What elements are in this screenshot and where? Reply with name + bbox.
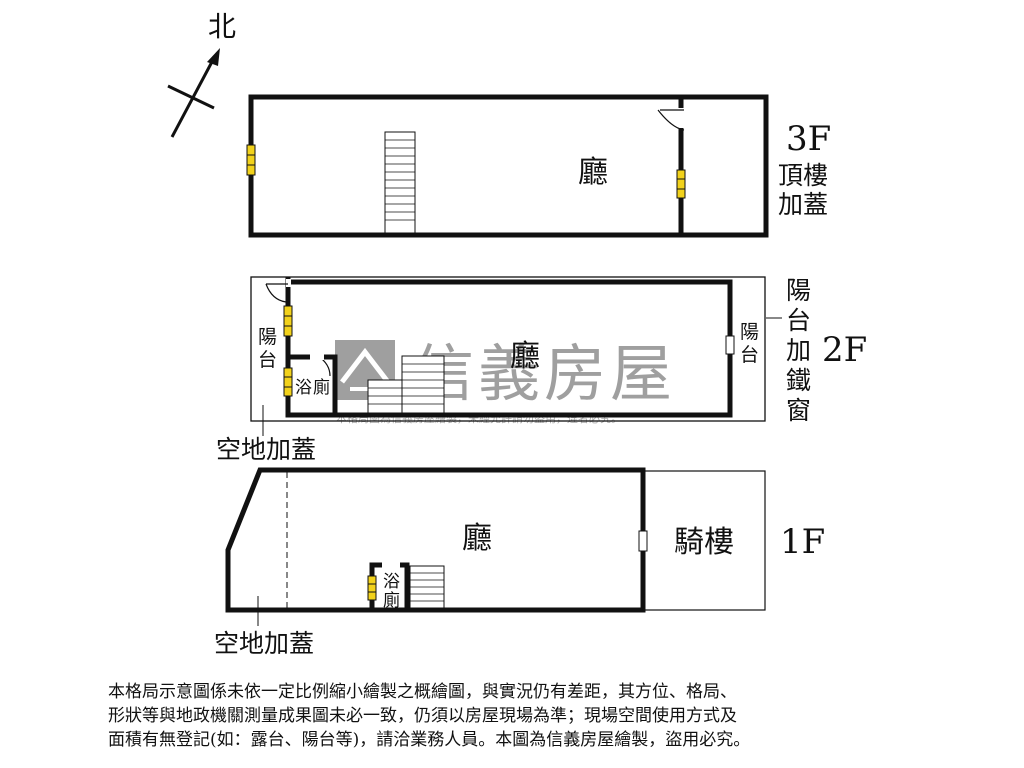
floor-1f-bath-door-gap — [382, 562, 400, 568]
compass-cross — [167, 84, 215, 110]
floor-3f-stairs — [384, 131, 416, 234]
floor-1f-arcade-label: 騎樓 — [674, 525, 734, 560]
floor-1f-annotation: 空地加蓋 — [214, 629, 314, 658]
floor-2f-window-left — [283, 305, 293, 337]
floor-2f-stairs — [367, 355, 445, 414]
floor-2f-boundary — [250, 276, 766, 422]
compass: 北 — [167, 10, 236, 138]
floor-2f-door-swing — [265, 283, 287, 303]
floor-3f-note-2: 加蓋 — [778, 190, 828, 219]
disclaimer-line-2: 形狀等與地政機關測量成果圖未必一致，仍須以房屋現場為準；現場空間使用方式及 — [108, 706, 737, 726]
floor-3f-note-1: 頂樓 — [778, 161, 828, 190]
floor-1f-bath-1: 浴 — [383, 572, 400, 592]
floor-2f-side-note-2: 台 — [786, 306, 811, 335]
floor-2f-balcony-left-2: 台 — [258, 349, 277, 371]
disclaimer: 本格局示意圖係未依一定比例縮小繪製之概繪圖，與實況仍有差距，其方位、格局、 形狀… — [108, 680, 928, 752]
floor-2f-bath-walls — [288, 354, 338, 415]
floor-3f-label: 3F — [786, 119, 831, 159]
floor-3f-window-left — [246, 144, 256, 176]
floor-2f-bath-door-gap — [310, 354, 324, 360]
watermark-logo-roof — [340, 347, 390, 384]
floor-2f-bath-1: 浴 — [295, 378, 312, 398]
floor-3f: 廳 3F 頂樓 加蓋 — [246, 94, 831, 238]
floor-2f-bath-2: 廁 — [313, 377, 330, 398]
north-arrow-head — [207, 48, 220, 66]
floor-1f-door-right — [638, 530, 648, 552]
floor-2f-balcony-right-2: 台 — [740, 344, 759, 366]
floor-2f-side-note-3: 加 — [786, 336, 811, 365]
floor-2f-hall-label: 廳 — [510, 339, 540, 374]
floor-2f-balcony-left-1: 陽 — [258, 326, 277, 348]
floor-3f-hall-label: 廳 — [578, 155, 608, 190]
floor-2f-door-gap — [286, 279, 291, 287]
floor-1f-window-bath — [367, 575, 377, 601]
north-label: 北 — [208, 10, 236, 43]
disclaimer-line-3: 面積有無登記(如：露台、陽台等)，請洽業務人員。本圖為信義房屋繪製，盜用必究。 — [108, 730, 751, 750]
floor-2f-side-note-4: 鐵 — [786, 366, 811, 395]
floor-3f-door-swing — [657, 109, 685, 131]
floor-3f-outline — [248, 94, 769, 238]
floor-2f-window-bath — [283, 367, 293, 397]
floor-1f: 廳 浴 廁 騎樓 1F 空地加蓋 — [214, 467, 825, 658]
floor-2f: 廳 陽 台 浴 廁 陽 台 陽 台 加 鐵 窗 2F 空地加蓋 — [216, 276, 867, 464]
floor-2f-door-right — [725, 335, 735, 355]
floor-1f-stairs — [409, 565, 445, 609]
watermark-brand: 信義房屋 — [412, 337, 676, 410]
floor-3f-window-inner — [676, 169, 686, 199]
floor-2f-annotation: 空地加蓋 — [216, 435, 316, 464]
floor-1f-walls — [225, 467, 646, 613]
floor-2f-balcony-right-1: 陽 — [740, 321, 759, 343]
floor-3f-door-gap — [677, 108, 685, 128]
floor-1f-hall-label: 廳 — [462, 521, 492, 556]
floor-2f-label: 2F — [822, 330, 867, 370]
floor-2f-side-note-5: 窗 — [786, 396, 811, 425]
floor-2f-side-note-1: 陽 — [786, 276, 811, 305]
floor-1f-label: 1F — [780, 522, 825, 562]
disclaimer-line-1: 本格局示意圖係未依一定比例縮小繪製之概繪圖，與實況仍有差距，其方位、格局、 — [108, 682, 737, 702]
floor-1f-bath-2: 廁 — [383, 590, 400, 611]
